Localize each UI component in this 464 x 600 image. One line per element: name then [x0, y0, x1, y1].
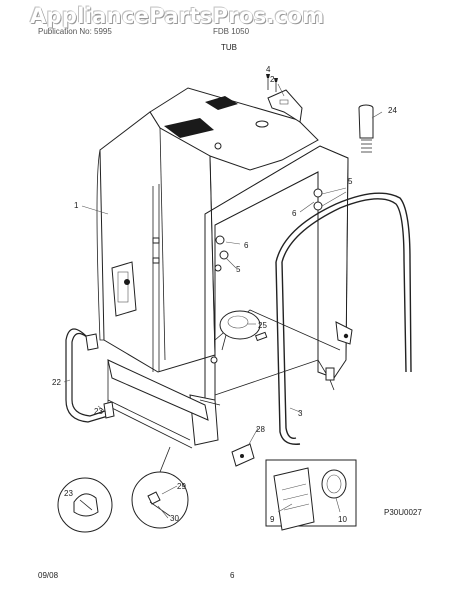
- callout-1: 1: [74, 201, 79, 210]
- callout-2: 2: [270, 75, 275, 84]
- footer-date: 09/08: [38, 571, 59, 580]
- callout-3: 3: [298, 409, 303, 418]
- door-gasket: [275, 192, 412, 445]
- sump-assembly: [219, 310, 268, 351]
- mounting-bracket: [231, 443, 255, 467]
- callout-4: 4: [266, 65, 271, 74]
- callout-9: 9: [270, 515, 275, 524]
- header-model: FDB 1050: [213, 27, 250, 36]
- callout-10: 10: [338, 515, 347, 524]
- kit-box: [265, 459, 357, 531]
- tub-body: [96, 87, 319, 373]
- callout-labels: 1 2 3 4 5 5 6 6 9 10 22 23 23 24 25 28 2…: [52, 65, 397, 524]
- callout-30: 30: [170, 514, 179, 523]
- detail-circle-29-30: [131, 446, 189, 529]
- vent-stack: [358, 104, 374, 153]
- detail-circle-23: [57, 477, 113, 533]
- top-bracket: [266, 74, 303, 123]
- callout-5a: 5: [348, 177, 353, 186]
- fastener-parts: [210, 188, 323, 364]
- callout-6a: 6: [292, 209, 297, 218]
- callout-5b: 5: [236, 265, 241, 274]
- footer-page-number: 6: [230, 571, 235, 580]
- callout-23a: 23: [94, 407, 103, 416]
- callout-6b: 6: [244, 241, 249, 250]
- section-title: TUB: [221, 43, 237, 52]
- watermark: AppliancePartsPros.com: [30, 4, 325, 28]
- leader-lines: [63, 83, 383, 519]
- diagram-code: P30U0027: [384, 508, 422, 517]
- callout-22: 22: [52, 378, 61, 387]
- callout-24: 24: [388, 106, 397, 115]
- callout-23b: 23: [64, 489, 73, 498]
- header-publication: Publication No: 5995: [38, 27, 112, 36]
- callout-29: 29: [177, 482, 186, 491]
- callout-25: 25: [258, 321, 267, 330]
- callout-28: 28: [256, 425, 265, 434]
- drain-hose: [65, 328, 115, 423]
